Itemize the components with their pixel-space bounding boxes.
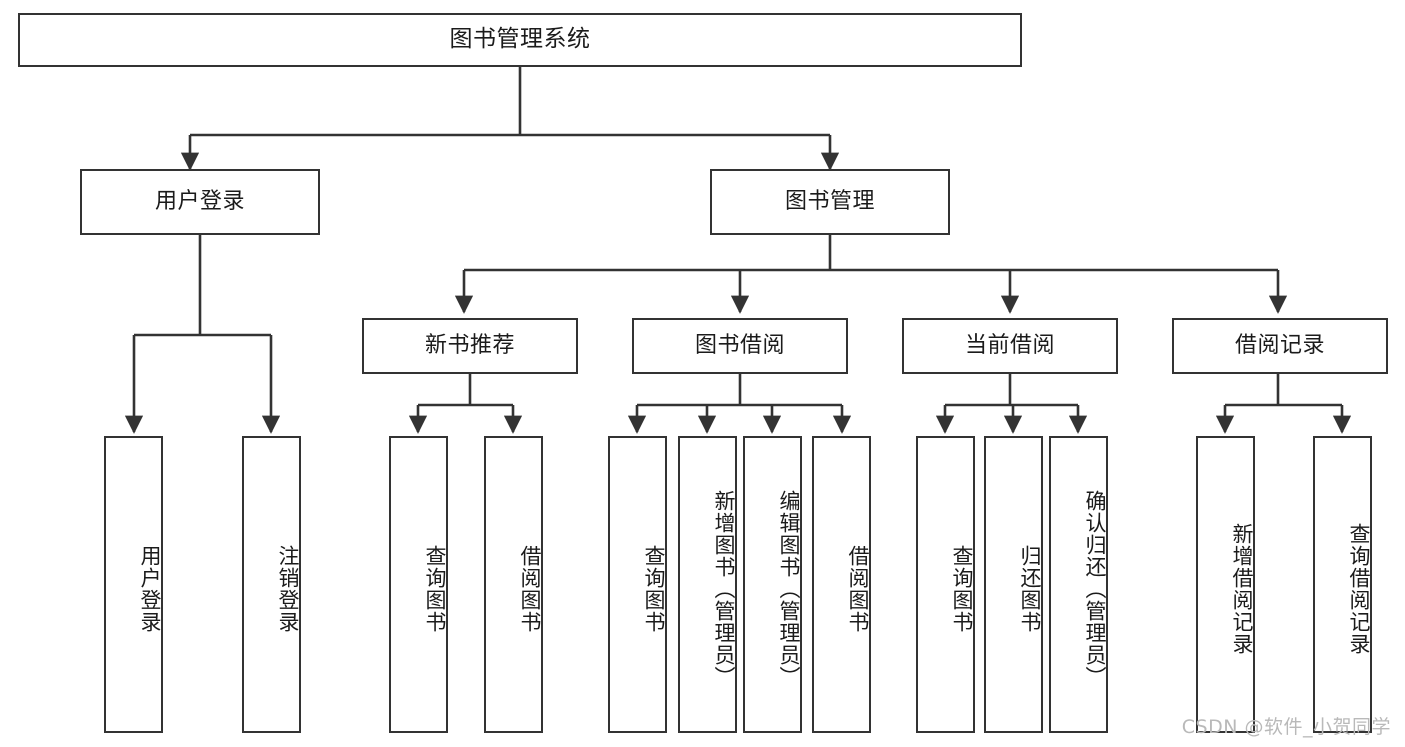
node-borrow-record[interactable]: 借阅记录 bbox=[1172, 318, 1388, 374]
node-label: 当前借阅 bbox=[964, 332, 1055, 358]
node-current-borrow[interactable]: 当前借阅 bbox=[902, 318, 1118, 374]
node-label: 确认归还（管理员） bbox=[1083, 489, 1107, 688]
leaf-cb-confirm-return-admin[interactable]: 确认归还（管理员） bbox=[1049, 436, 1108, 733]
node-label: 编辑图书（管理员） bbox=[777, 489, 801, 688]
leaf-bb-edit-book-admin[interactable]: 编辑图书（管理员） bbox=[743, 436, 802, 733]
leaf-bb-borrow-book[interactable]: 借阅图书 bbox=[812, 436, 871, 733]
csdn-watermark: CSDN @软件_小贺同学 bbox=[1181, 716, 1391, 738]
leaf-bb-add-book-admin[interactable]: 新增图书（管理员） bbox=[678, 436, 737, 733]
node-label: 查询图书 bbox=[950, 544, 974, 633]
node-label: 新增图书（管理员） bbox=[712, 489, 736, 688]
node-root-book-management-system[interactable]: 图书管理系统 bbox=[18, 13, 1022, 67]
node-label: 归还图书 bbox=[1018, 544, 1042, 633]
node-label: 借阅记录 bbox=[1234, 332, 1325, 358]
node-label: 查询图书 bbox=[423, 544, 447, 633]
leaf-cb-query-book[interactable]: 查询图书 bbox=[916, 436, 975, 733]
node-label: 新增借阅记录 bbox=[1230, 522, 1254, 655]
node-label: 注销登录 bbox=[276, 544, 300, 633]
node-label: 新书推荐 bbox=[424, 332, 515, 358]
node-label: 用户登录 bbox=[138, 544, 162, 633]
leaf-logout[interactable]: 注销登录 bbox=[242, 436, 301, 733]
node-user-login[interactable]: 用户登录 bbox=[80, 169, 320, 235]
node-label: 用户登录 bbox=[154, 188, 245, 214]
leaf-nb-borrow-book[interactable]: 借阅图书 bbox=[484, 436, 543, 733]
node-label: 查询图书 bbox=[642, 544, 666, 633]
node-label: 借阅图书 bbox=[518, 544, 542, 633]
node-label: 查询借阅记录 bbox=[1347, 522, 1371, 655]
leaf-cb-return-book[interactable]: 归还图书 bbox=[984, 436, 1043, 733]
node-book-management[interactable]: 图书管理 bbox=[710, 169, 950, 235]
node-label: 图书管理系统 bbox=[449, 26, 591, 53]
node-label: 图书借阅 bbox=[694, 332, 785, 358]
leaf-nb-query-book[interactable]: 查询图书 bbox=[389, 436, 448, 733]
leaf-bb-query-book[interactable]: 查询图书 bbox=[608, 436, 667, 733]
leaf-user-login[interactable]: 用户登录 bbox=[104, 436, 163, 733]
node-new-book-recommend[interactable]: 新书推荐 bbox=[362, 318, 578, 374]
leaf-br-query-record[interactable]: 查询借阅记录 bbox=[1313, 436, 1372, 733]
node-label: 图书管理 bbox=[784, 188, 875, 214]
leaf-br-add-record[interactable]: 新增借阅记录 bbox=[1196, 436, 1255, 733]
node-book-borrow[interactable]: 图书借阅 bbox=[632, 318, 848, 374]
node-label: 借阅图书 bbox=[846, 544, 870, 633]
